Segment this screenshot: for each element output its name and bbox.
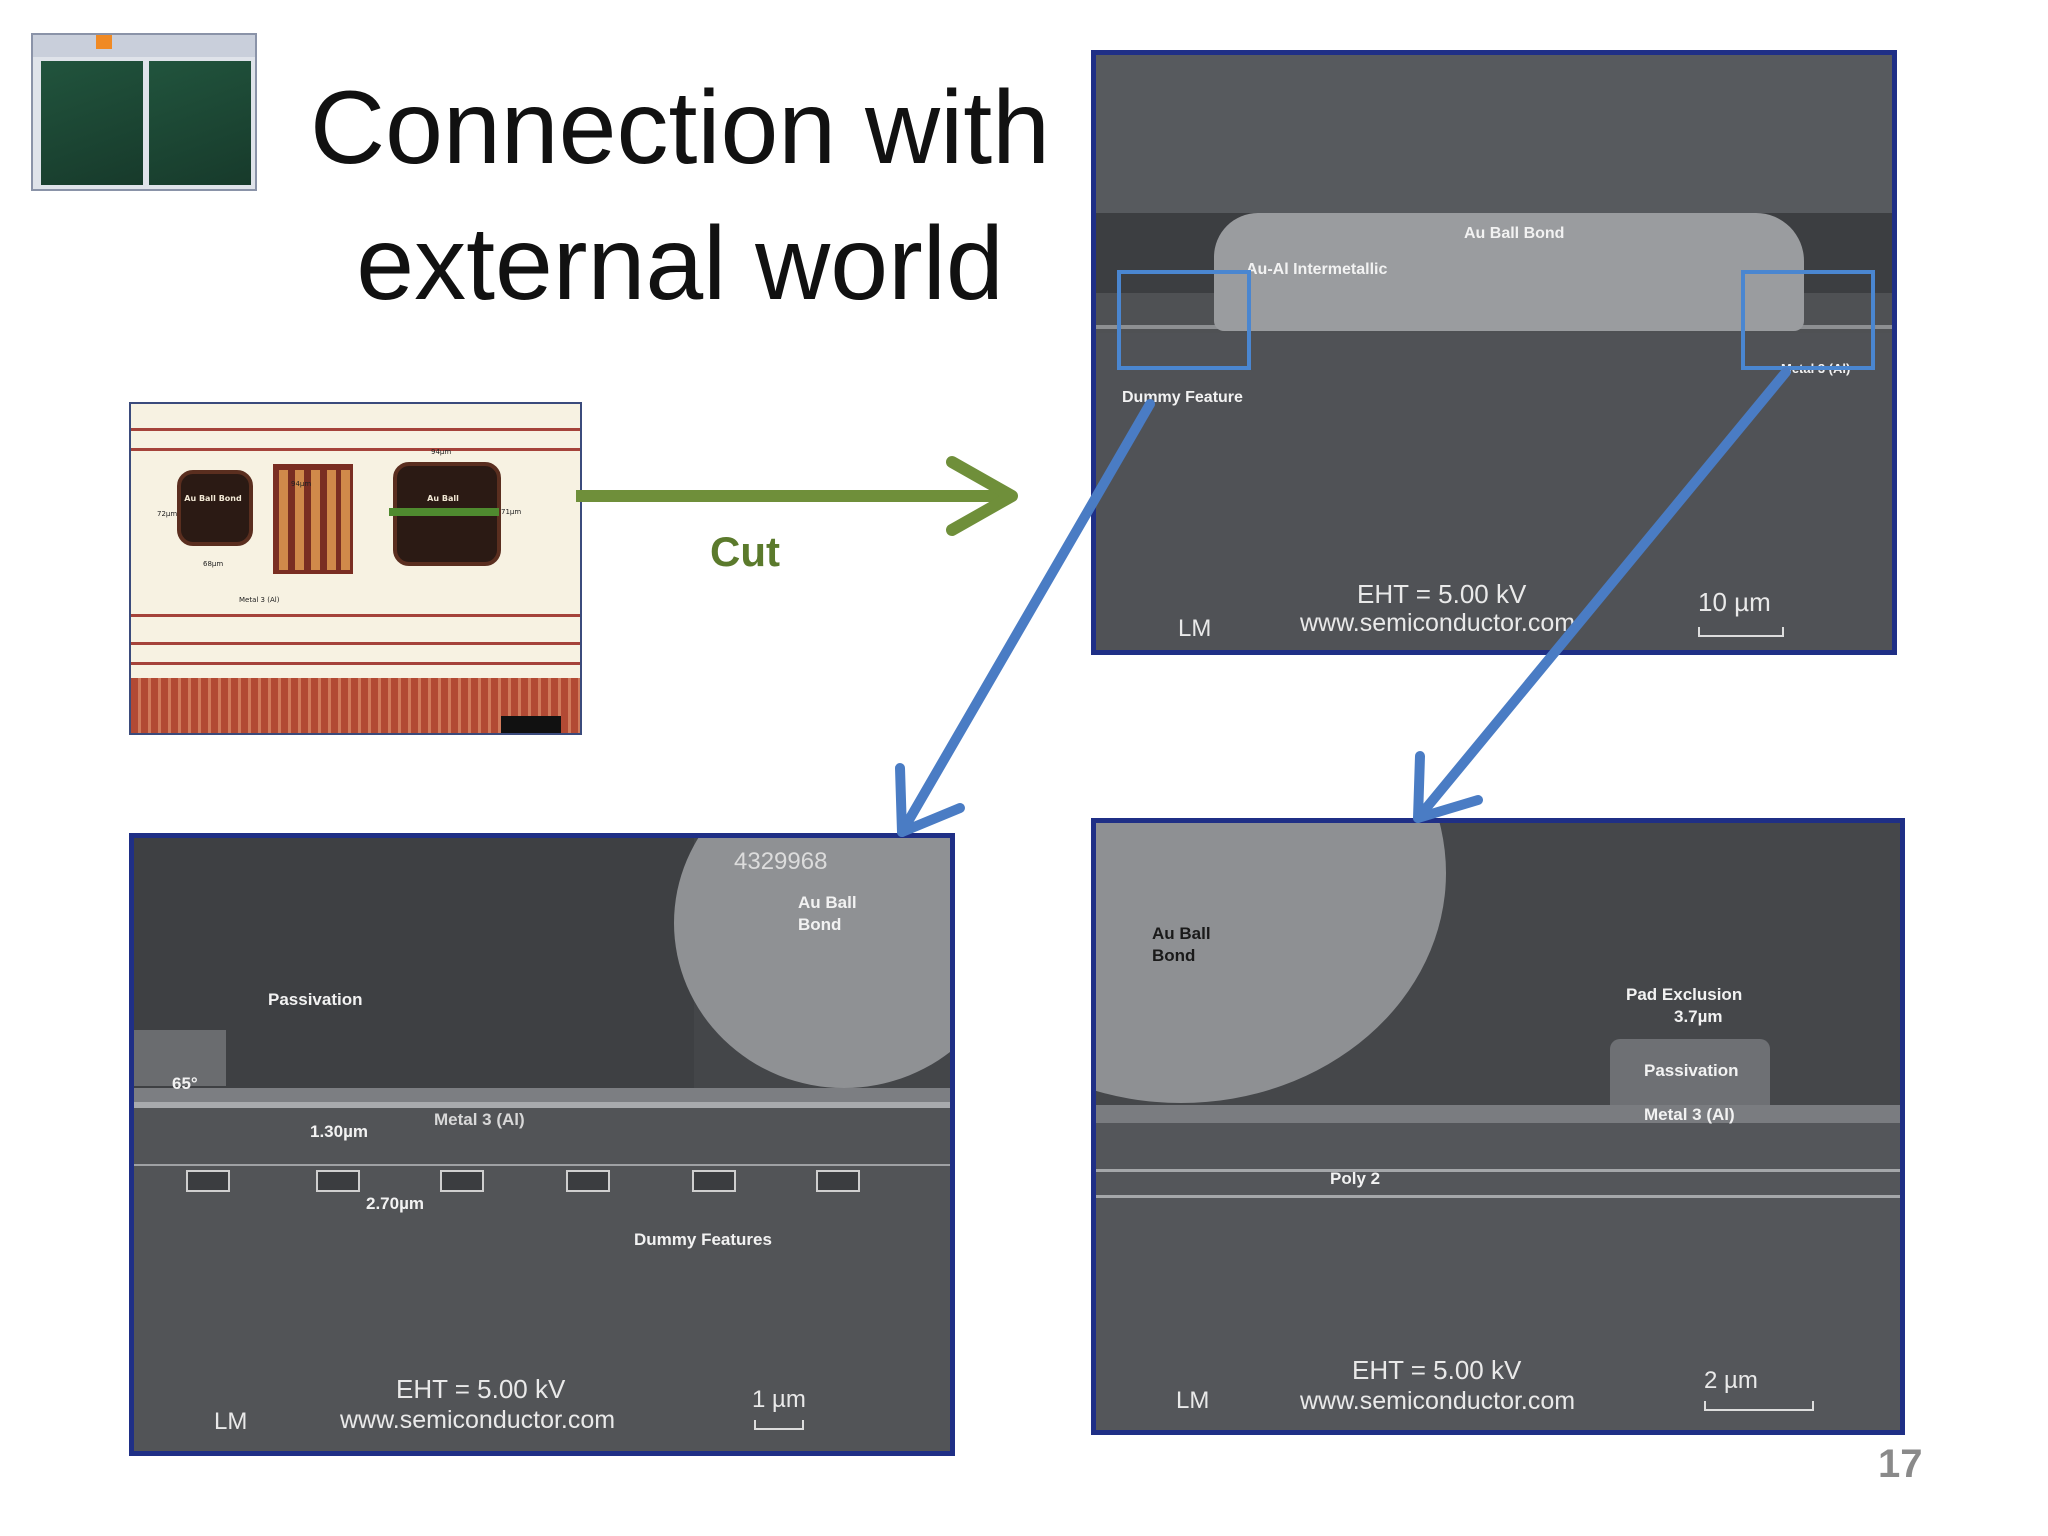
sem-image-bottom-left: 4329968 Au Ball Bond Passivation 65° Met… (129, 833, 955, 1456)
au-ball-bond-label: Au Ball Bond (798, 893, 857, 934)
website-text: www.semiconductor.com (340, 1406, 616, 1434)
scale-bar (754, 1420, 804, 1430)
die-photo: Au Ball Bond Au Ball 72µm 68µm 94µm 94µm… (129, 402, 582, 735)
poly2-label: Poly 2 (1330, 1169, 1381, 1188)
eht-text: EHT = 5.00 kV (1352, 1355, 1522, 1385)
metal3-label: Metal 3 (Al) (1781, 361, 1851, 376)
dim-1-30: 1.30µm (310, 1122, 368, 1141)
cut-label: Cut (710, 528, 780, 575)
intermetallic-label: Au-Al Intermetallic (1246, 261, 1388, 278)
title-line-2: external world (356, 206, 1004, 322)
lm-text: LM (1176, 1387, 1210, 1414)
scale-text: 10 µm (1698, 587, 1771, 617)
page-number: 17 (1878, 1442, 1923, 1486)
pad-exclusion-dim: 3.7µm (1674, 1007, 1723, 1026)
metal3-label: Metal 3 (Al) (1644, 1105, 1735, 1124)
cut-arrow (576, 456, 1018, 536)
au-ball-bond-label: Au Ball Bond (1152, 924, 1211, 965)
die-dim-68: 68µm (203, 560, 224, 568)
passivation-label: Passivation (1644, 1061, 1739, 1080)
website-text: www.semiconductor.com (1300, 609, 1576, 637)
die-dim-71: 71µm (501, 508, 522, 516)
sem-image-cross-section: Au Ball Bond Au-Al Intermetallic Dummy F… (1091, 50, 1897, 655)
die-dim-94b: 94µm (431, 448, 452, 456)
die-metal-label: Metal 3 (Al) (239, 596, 280, 604)
lm-text: LM (214, 1408, 248, 1435)
metal3-label: Metal 3 (Al) (434, 1110, 525, 1129)
au-ball-bond-label: Au Ball Bond (1464, 225, 1565, 242)
angle-label: 65° (172, 1074, 198, 1093)
slide-title: Connection with external world (270, 60, 1090, 332)
scale-text: 2 µm (1704, 1367, 1758, 1394)
eht-text: EHT = 5.00 kV (396, 1374, 566, 1404)
dummy-feature-label: Dummy Feature (1122, 389, 1243, 406)
image-id: 4329968 (734, 848, 828, 875)
website-text: www.semiconductor.com (1300, 1387, 1576, 1415)
dim-2-70: 2.70µm (366, 1194, 424, 1213)
die-dim-72: 72µm (157, 510, 178, 518)
slide-thumbnail (31, 33, 257, 191)
scale-text: 1 µm (752, 1386, 806, 1413)
die-pad-right-label: Au Ball (427, 494, 459, 503)
pad-exclusion-label: Pad Exclusion (1626, 985, 1743, 1004)
title-line-1: Connection with (310, 70, 1050, 186)
eht-text: EHT = 5.00 kV (1357, 579, 1527, 609)
lm-text: LM (1178, 615, 1212, 642)
passivation-label: Passivation (268, 990, 363, 1009)
die-dim-94a: 94µm (291, 480, 312, 488)
scale-bar (1704, 1401, 1814, 1411)
die-pad-left-label: Au Ball Bond (184, 494, 242, 503)
sem-image-bottom-right: Au Ball Bond Pad Exclusion 3.7µm Passiva… (1091, 818, 1905, 1435)
dummy-features-label: Dummy Features (634, 1230, 772, 1249)
scale-bar (1698, 627, 1784, 637)
